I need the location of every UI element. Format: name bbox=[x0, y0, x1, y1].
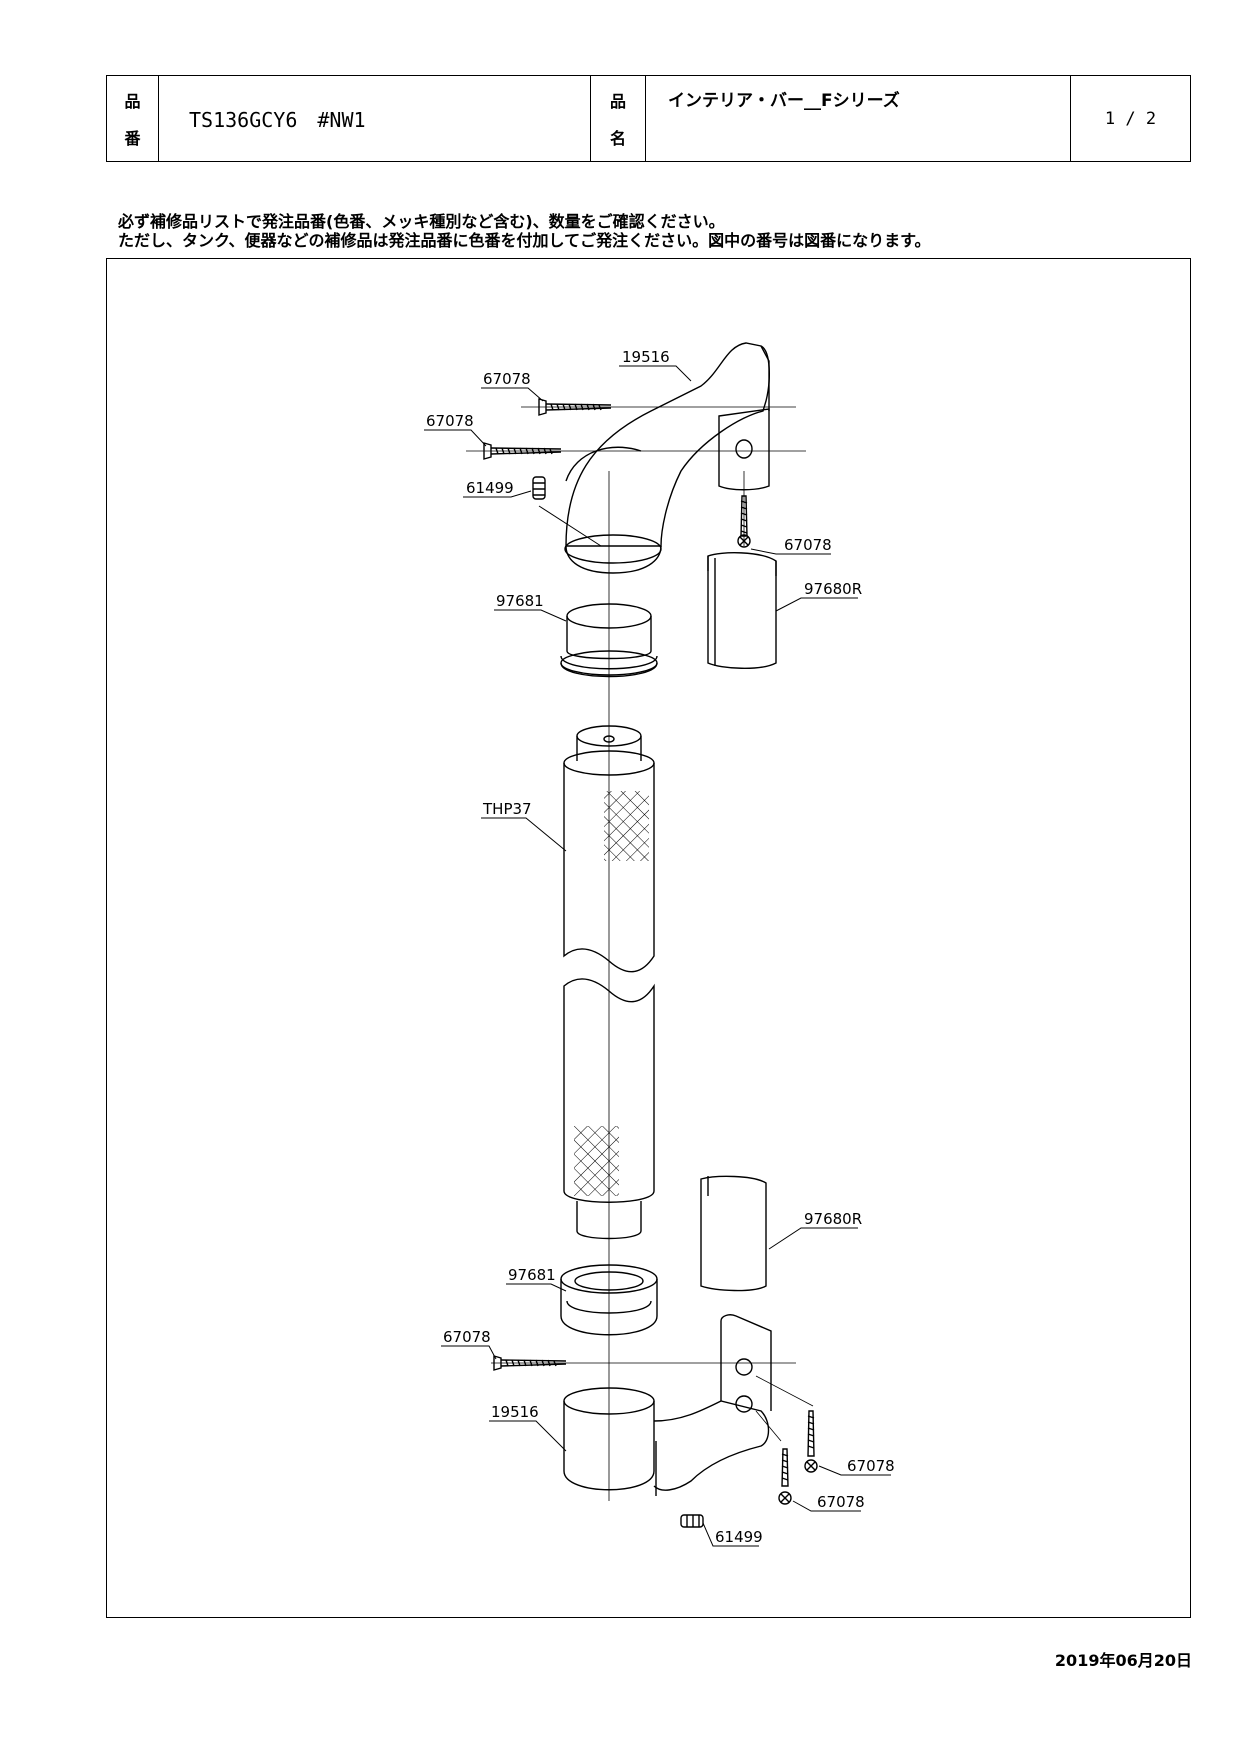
page-cell: 1 / 2 bbox=[1071, 76, 1190, 161]
bar-lower bbox=[563, 978, 655, 1240]
notice-line-1: 必ず補修品リストで発注品番(色番、メッキ種別など含む)、数量をご確認ください。 bbox=[118, 212, 725, 231]
bottom-screw-f bbox=[755, 1410, 792, 1505]
product-name: インテリア・バー__Fシリーズ bbox=[668, 91, 900, 111]
label-cap-bottom: 97681 bbox=[508, 1266, 556, 1284]
top-set-screw bbox=[532, 476, 546, 500]
label-cover-bottom: 97680R bbox=[804, 1210, 862, 1228]
top-vertical-screw bbox=[737, 471, 751, 548]
bottom-set-screw bbox=[680, 1514, 704, 1528]
label-screw-b: 67078 bbox=[426, 412, 474, 430]
label-screw-d: 67078 bbox=[443, 1328, 491, 1346]
label-screw-c: 67078 bbox=[784, 536, 832, 554]
top-cover bbox=[707, 552, 777, 669]
product-number-cell: TS136GCY6 #NW1 bbox=[159, 76, 591, 161]
page-number: 1 / 2 bbox=[1104, 108, 1157, 129]
notice: 必ず補修品リストで発注品番(色番、メッキ種別など含む)、数量をご確認ください。 … bbox=[118, 212, 930, 250]
bottom-screw-e bbox=[755, 1375, 818, 1473]
part-labels: 19516 67078 67078 61499 67078 97680R 976… bbox=[426, 348, 895, 1546]
bottom-cap bbox=[560, 1264, 658, 1336]
label-cap-top: 97681 bbox=[496, 592, 544, 610]
label-bracket-bottom: 19516 bbox=[491, 1403, 539, 1421]
product-name-label: 品 名 bbox=[591, 76, 646, 161]
top-screw-b bbox=[466, 442, 806, 460]
label-set-screw-bottom: 61499 bbox=[715, 1528, 763, 1546]
label-cover-top: 97680R bbox=[804, 580, 862, 598]
top-cap bbox=[560, 603, 658, 678]
product-number-label: 品 番 bbox=[107, 76, 159, 161]
label-screw-e: 67078 bbox=[847, 1457, 895, 1475]
label-bracket-top: 19516 bbox=[622, 348, 670, 366]
leaders bbox=[424, 365, 891, 1547]
top-bracket bbox=[564, 342, 770, 574]
drawing-frame: 19516 67078 67078 61499 67078 97680R 976… bbox=[106, 258, 1191, 1618]
notice-line-2: ただし、タンク、便器などの補修品は発注品番に色番を付加してご発注ください。図中の… bbox=[118, 231, 931, 250]
product-name-label-2: 名 bbox=[609, 128, 626, 148]
bottom-cover bbox=[700, 1175, 767, 1292]
label-screw-a: 67078 bbox=[483, 370, 531, 388]
product-number-label-2: 番 bbox=[124, 128, 141, 148]
product-name-cell: インテリア・バー__Fシリーズ bbox=[646, 76, 1071, 161]
label-set-screw-top: 61499 bbox=[466, 479, 514, 497]
top-screw-a bbox=[521, 398, 796, 416]
product-name-label-1: 品 bbox=[609, 92, 626, 112]
bottom-bracket bbox=[563, 1314, 772, 1496]
exploded-diagram: 19516 67078 67078 61499 67078 97680R 976… bbox=[424, 342, 895, 1547]
title-block: 品 番 TS136GCY6 #NW1 品 名 インテリア・バー__Fシリーズ 1… bbox=[106, 75, 1191, 162]
issue-date: 2019年06月20日 bbox=[1054, 1651, 1192, 1670]
label-bar: THP37 bbox=[482, 800, 532, 818]
bottom-screw-d bbox=[491, 1355, 796, 1371]
product-number: TS136GCY6 #NW1 bbox=[189, 108, 366, 132]
label-screw-f: 67078 bbox=[817, 1493, 865, 1511]
product-number-label-1: 品 bbox=[124, 92, 141, 112]
bar-upper bbox=[563, 725, 655, 973]
